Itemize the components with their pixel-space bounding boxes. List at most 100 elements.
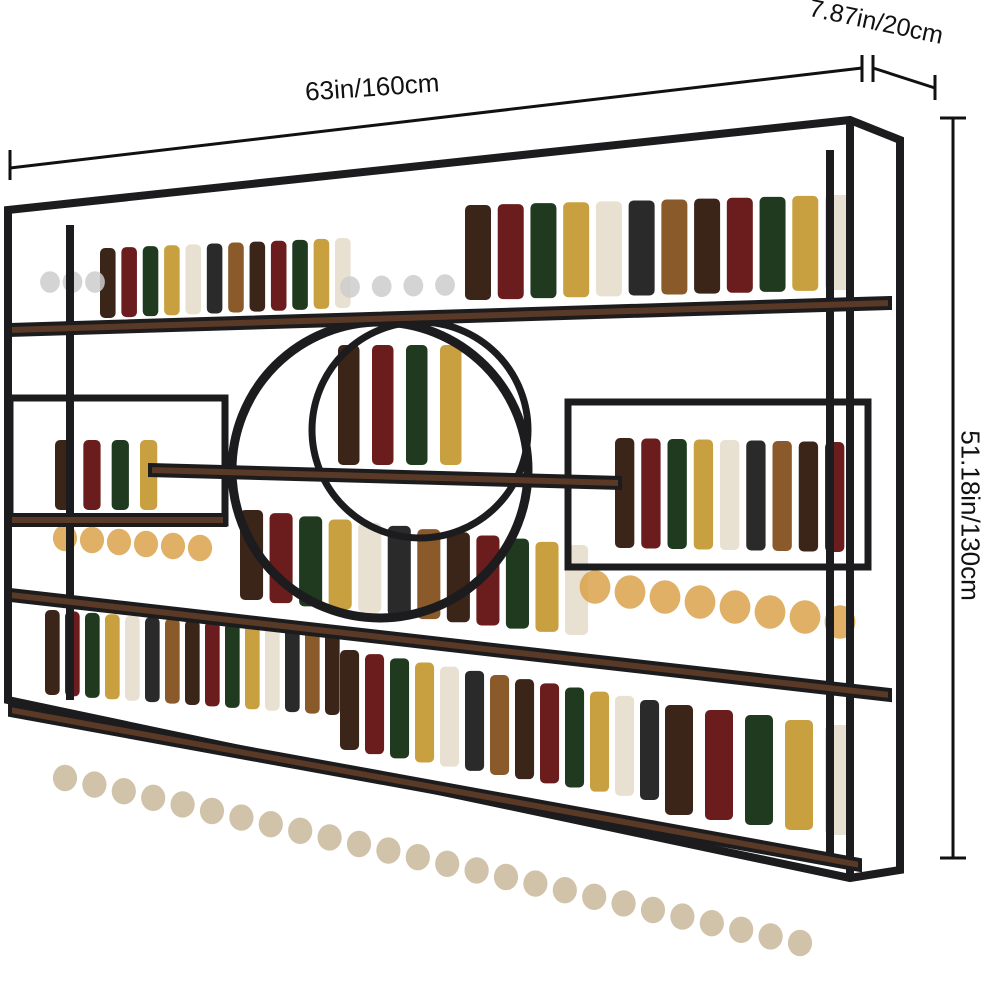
bottle xyxy=(417,529,441,620)
bottle xyxy=(338,345,360,465)
bottle xyxy=(745,715,773,825)
wine-glass xyxy=(229,804,254,831)
wine-glass xyxy=(435,274,455,296)
bottle xyxy=(661,199,688,295)
bottle xyxy=(145,617,160,703)
wine-glass xyxy=(758,923,783,950)
wine-glass xyxy=(317,824,342,851)
bottle xyxy=(45,610,60,695)
bottle xyxy=(415,662,435,763)
bottle xyxy=(125,615,140,701)
bottle xyxy=(705,710,733,820)
bottle xyxy=(641,438,661,549)
wine-glass xyxy=(258,811,283,838)
wine-glass xyxy=(640,896,666,924)
wine-glass xyxy=(170,791,195,818)
bottle xyxy=(121,247,137,318)
bottle xyxy=(465,670,485,771)
bottle xyxy=(590,691,610,792)
bottles-and-glasses xyxy=(40,195,856,957)
bottle xyxy=(164,245,180,316)
bottle xyxy=(206,243,223,314)
wine-glass xyxy=(160,532,186,560)
wine-glass xyxy=(82,771,107,798)
bottle xyxy=(640,700,660,800)
wine-glass xyxy=(405,844,430,871)
wine-glass xyxy=(789,600,821,634)
wine-glass xyxy=(79,526,105,554)
shelf xyxy=(8,513,227,527)
bottle xyxy=(270,240,287,311)
bottle xyxy=(540,683,560,784)
bottle xyxy=(759,196,786,292)
wine-glass xyxy=(133,530,159,558)
bottle xyxy=(530,203,557,299)
wine-glass xyxy=(649,580,681,614)
bottle xyxy=(100,248,116,318)
bottle xyxy=(720,440,740,550)
bottle xyxy=(792,195,819,291)
bottle xyxy=(628,200,655,296)
bottle xyxy=(772,441,792,551)
wine-glass xyxy=(754,595,786,629)
bottle xyxy=(726,197,753,293)
bottle xyxy=(798,441,819,552)
wine-glass xyxy=(111,778,136,805)
bottle xyxy=(340,650,360,750)
wine-glass xyxy=(579,570,611,604)
bottle xyxy=(440,666,460,767)
bottle xyxy=(785,720,813,830)
bottle xyxy=(565,687,585,788)
bottle xyxy=(185,244,202,315)
wine-glass xyxy=(684,585,716,619)
bottle xyxy=(111,440,129,510)
bottle xyxy=(285,627,300,713)
bottle xyxy=(292,239,308,310)
bottle xyxy=(228,242,244,313)
bottle xyxy=(225,622,240,708)
wine-glass xyxy=(187,534,213,562)
bottle xyxy=(165,618,180,704)
wine-glass xyxy=(346,830,372,858)
bottle xyxy=(446,532,470,623)
wine-glass xyxy=(52,764,78,792)
wine-glass xyxy=(523,870,548,897)
dimension-lines xyxy=(8,55,966,860)
wine-glass xyxy=(611,890,636,917)
wine-glass xyxy=(435,850,460,877)
bottle xyxy=(615,695,635,796)
wine-glass xyxy=(787,929,813,957)
bottle xyxy=(694,198,721,294)
bottle xyxy=(299,516,323,607)
wine-glass xyxy=(85,271,105,293)
wine-glass xyxy=(403,274,424,297)
bottle xyxy=(490,675,510,775)
bottle xyxy=(615,438,635,548)
bottle xyxy=(406,345,428,465)
bottle xyxy=(142,246,159,317)
bottle xyxy=(85,612,100,698)
bottle xyxy=(372,345,394,465)
bottle xyxy=(83,440,101,510)
bottle xyxy=(535,541,559,632)
wine-glass xyxy=(340,276,360,298)
bottle xyxy=(365,654,385,755)
bottle xyxy=(515,679,535,780)
bottle xyxy=(325,630,340,715)
bottle xyxy=(265,625,280,711)
height-label: 51.18in/130cm xyxy=(955,430,986,601)
wine-glass xyxy=(106,528,132,556)
bottle xyxy=(245,624,260,710)
bottle xyxy=(390,658,410,759)
shelf xyxy=(8,295,892,338)
wine-glass xyxy=(614,575,646,609)
bottle xyxy=(205,621,220,707)
bottle xyxy=(358,522,382,613)
bottle xyxy=(313,238,330,309)
wine-glass xyxy=(582,883,607,910)
bottle xyxy=(440,345,462,465)
wine-glass xyxy=(288,817,313,844)
wine-glass xyxy=(493,863,519,891)
shelves xyxy=(8,295,892,873)
